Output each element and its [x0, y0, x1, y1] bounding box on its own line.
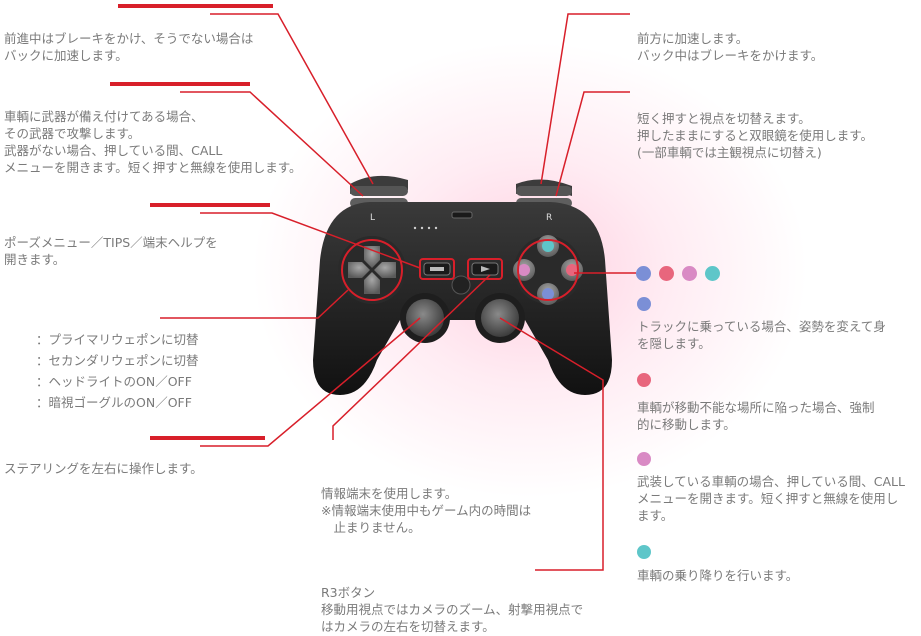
cross-icon	[636, 266, 651, 281]
heading-bar-l1	[110, 82, 250, 86]
triangle-icon	[637, 545, 651, 559]
left-stick	[400, 293, 450, 343]
select-description: ポーズメニュー／TIPS／端末ヘルプを開きます。	[4, 235, 218, 267]
dpad-item: ：ヘッドライトのON／OFF	[36, 374, 192, 389]
circle-icon	[637, 373, 651, 387]
l2-description: 前進中はブレーキをかけ、そうでない場合はバックに加速します。	[4, 31, 254, 63]
l2-trigger	[350, 175, 408, 196]
l-label: L	[370, 213, 376, 223]
r2-trigger	[516, 179, 572, 196]
l1-description: 車輌に武器が備え付けてある場合、その武器で攻撃します。 武器がない場合、押してい…	[4, 109, 302, 175]
cross-description: トラックに乗っている場合、姿勢を変えて身を隠します。	[637, 319, 886, 351]
heading-bar-lstick	[150, 436, 265, 440]
dpad-item: ：セカンダリウェポンに切替	[36, 353, 199, 368]
square-icon	[637, 452, 651, 466]
ps-button	[451, 275, 471, 295]
square-icon	[682, 266, 697, 281]
dpad	[338, 236, 406, 304]
start-description: 情報端末を使用します。※情報端末使用中もゲーム内の時間は 止まりません。	[321, 486, 532, 535]
face-symbol-row	[636, 266, 720, 281]
heading-bar-l2	[118, 4, 273, 8]
r2-description: 前方に加速します。バック中はブレーキをかけます。	[637, 31, 824, 63]
triangle-icon	[705, 266, 720, 281]
dpad-item: ：暗視ゴーグルのON／OFF	[36, 395, 192, 410]
lstick-description: ステアリングを左右に操作します。	[4, 461, 203, 476]
r1-description: 短く押すと視点を切替えます。押したままにすると双眼鏡を使用します。(一部車輌では…	[637, 111, 874, 160]
heading-bar-select	[150, 203, 270, 207]
circle-icon	[659, 266, 674, 281]
dpad-item: ：プライマリウェポンに切替	[36, 332, 199, 347]
triangle-description: 車輌の乗り降りを行います。	[637, 568, 799, 583]
cross-icon	[637, 297, 651, 311]
dpad-list: ：プライマリウェポンに切替 ：セカンダリウェポンに切替 ：ヘッドライトのON／O…	[36, 329, 199, 413]
r-label: R	[546, 213, 553, 223]
circle-description: 車輌が移動不能な場所に陥った場合、強制的に移動します。	[637, 400, 875, 432]
r3-title: R3ボタン	[321, 585, 376, 600]
r3-description: 移動用視点ではカメラのズーム、射撃用視点ではカメラの左右を切替えます。	[321, 602, 584, 634]
